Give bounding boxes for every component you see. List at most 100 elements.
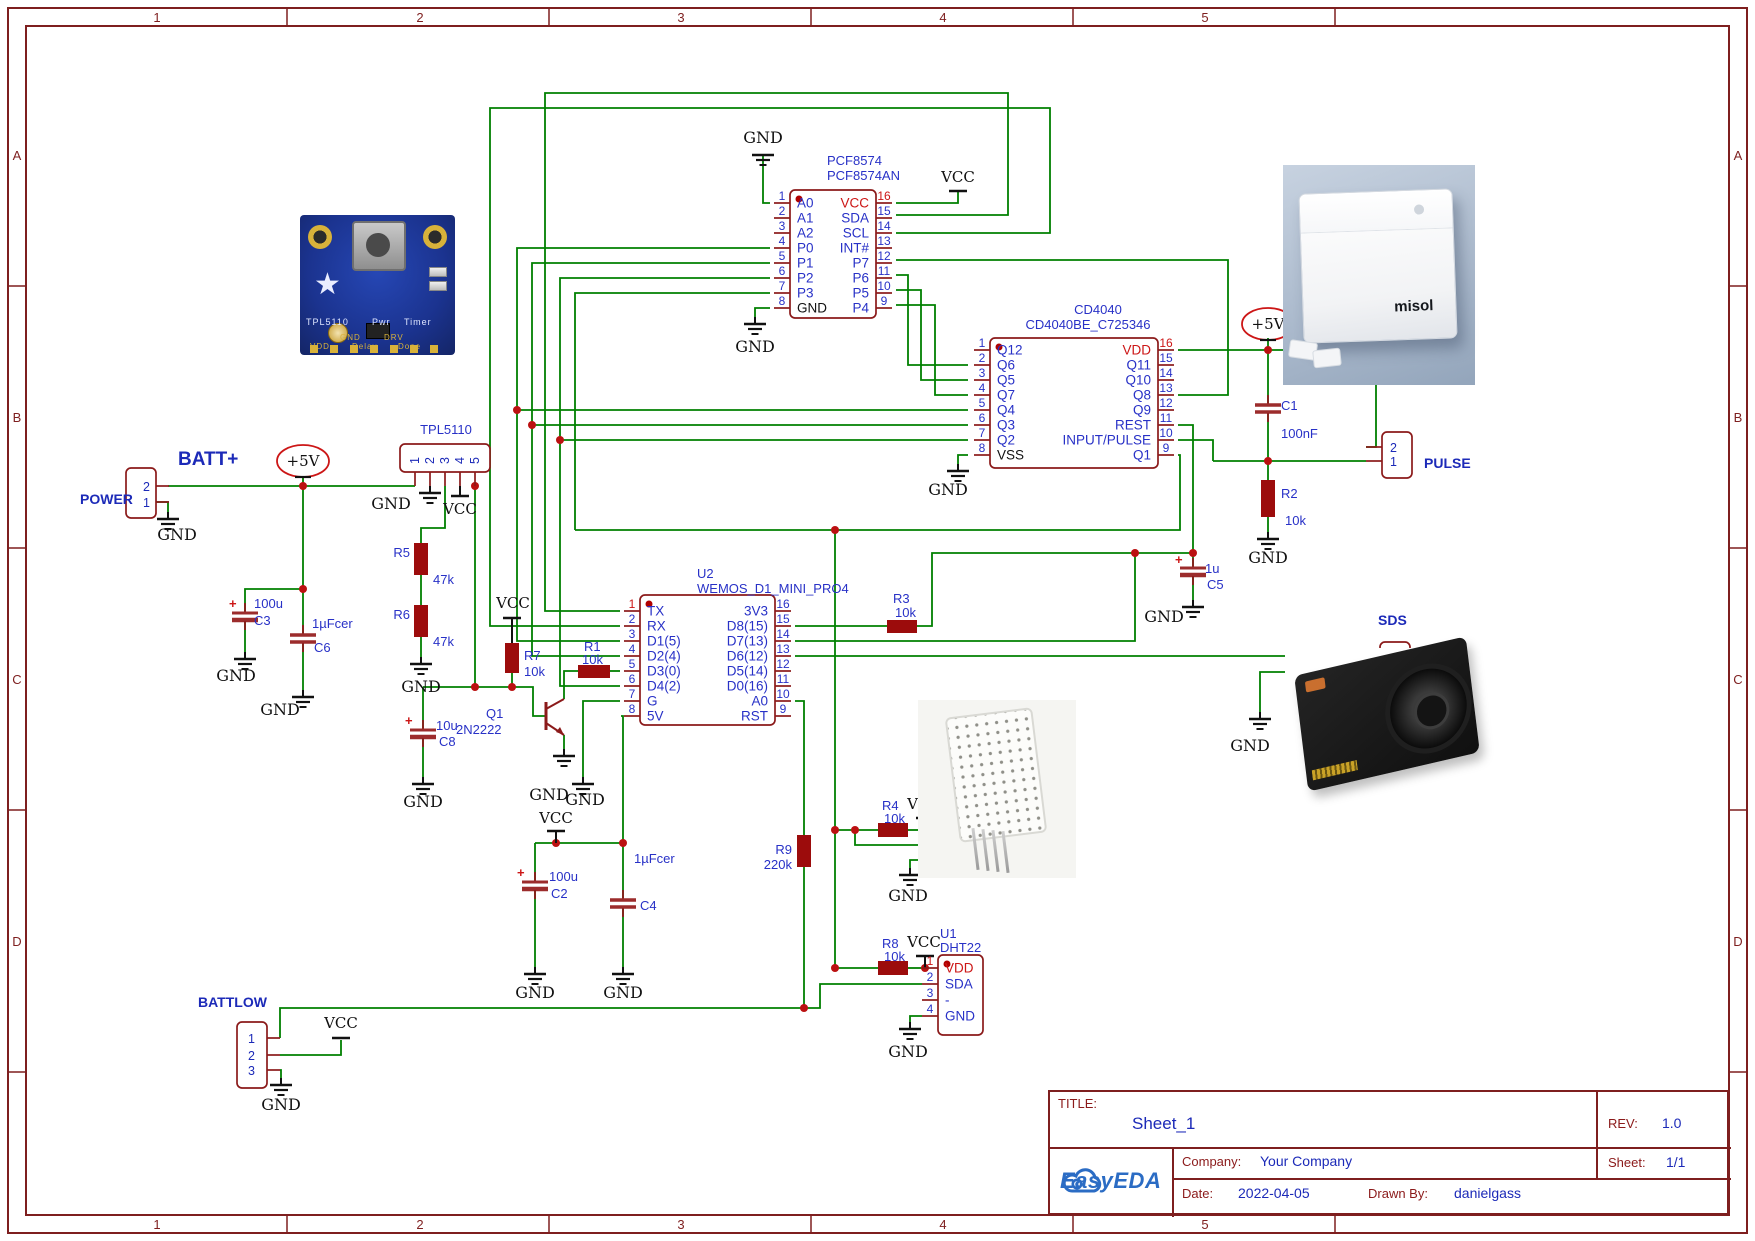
schematic-text[interactable]: C5 — [1207, 577, 1224, 592]
wire[interactable] — [621, 715, 624, 843]
pin-number[interactable]: 8 — [979, 441, 986, 455]
pin-name[interactable]: P1 — [797, 256, 814, 271]
pin-name[interactable]: D5(14) — [727, 664, 768, 679]
gnd-symbol[interactable] — [947, 464, 969, 482]
connector-pulse[interactable] — [1366, 431, 1413, 479]
schematic-text[interactable]: GND — [260, 700, 300, 719]
pin-number[interactable]: 7 — [979, 426, 986, 440]
date-value[interactable]: 2022-04-05 — [1238, 1185, 1310, 1201]
pin-name[interactable]: Q10 — [1125, 373, 1151, 388]
schematic-text[interactable]: R1 — [584, 639, 601, 654]
gnd-symbol[interactable] — [270, 1078, 292, 1096]
gnd-symbol[interactable] — [744, 317, 766, 335]
schematic-text[interactable]: GND — [565, 790, 605, 809]
schematic-text[interactable]: GND — [515, 983, 555, 1002]
schematic-text[interactable]: CD4040 — [1074, 302, 1122, 317]
capacitor-c8[interactable] — [410, 720, 436, 747]
wire[interactable] — [854, 830, 922, 846]
wire[interactable] — [575, 454, 1181, 531]
pin-number[interactable]: 10 — [877, 279, 891, 293]
schematic-text[interactable]: GND — [371, 494, 411, 513]
wire[interactable] — [156, 501, 169, 512]
gnd-symbol[interactable] — [1257, 532, 1279, 550]
schematic-text[interactable]: BATT+ — [178, 449, 238, 470]
pin-name[interactable]: SDA — [841, 211, 869, 226]
pin-number[interactable]: 4 — [629, 642, 636, 656]
pin-number[interactable]: 4 — [779, 234, 786, 248]
pin-number[interactable]: 14 — [776, 627, 790, 641]
gnd-symbol[interactable] — [899, 1022, 921, 1040]
pin-number[interactable]: 8 — [629, 702, 636, 716]
gnd-symbol[interactable] — [553, 749, 575, 767]
schematic-text[interactable]: 2 — [248, 1049, 255, 1063]
wire[interactable] — [544, 92, 1009, 612]
sds011-sensor-photo[interactable] — [1285, 636, 1492, 793]
power-net-label[interactable]: +5V — [1252, 315, 1286, 333]
schematic-text[interactable]: 10k — [895, 605, 916, 620]
pin-number[interactable]: 2 — [979, 351, 986, 365]
pin-name[interactable]: VCC — [840, 196, 869, 211]
schematic-text[interactable]: PCF8574AN — [827, 168, 900, 183]
capacitor-c6[interactable] — [290, 625, 316, 652]
pin-name[interactable]: Q8 — [1133, 388, 1151, 403]
pin-name[interactable]: P6 — [852, 271, 869, 286]
pin-number[interactable]: 3 — [927, 986, 934, 1000]
schematic-text[interactable]: 220k — [764, 857, 793, 872]
pin-name[interactable]: 5V — [647, 709, 664, 724]
gnd-symbol[interactable] — [292, 690, 314, 708]
wire[interactable] — [559, 277, 770, 687]
schematic-text[interactable]: 47k — [433, 634, 454, 649]
schematic-text[interactable]: GND — [743, 128, 783, 147]
pin-number[interactable]: 4 — [979, 381, 986, 395]
pin-name[interactable]: P7 — [852, 256, 869, 271]
pin-number[interactable]: 11 — [878, 264, 891, 278]
wire[interactable] — [420, 486, 446, 543]
pin-number[interactable]: 12 — [877, 249, 891, 263]
pin-name[interactable]: P4 — [852, 301, 869, 316]
gnd-symbol[interactable] — [524, 967, 546, 985]
resistor-r5[interactable] — [414, 543, 428, 575]
pin-name[interactable]: Q2 — [997, 433, 1015, 448]
schematic-text[interactable]: 1 — [248, 1032, 255, 1046]
schematic-text[interactable]: R4 — [882, 798, 899, 813]
schematic-text[interactable]: SDS — [1378, 612, 1407, 628]
capacitor-c2[interactable] — [522, 872, 548, 899]
pin-number[interactable]: 12 — [1159, 396, 1173, 410]
gnd-symbol[interactable] — [412, 777, 434, 795]
resistor-r6[interactable] — [414, 605, 428, 637]
pin-name[interactable]: P3 — [797, 286, 814, 301]
gnd-symbol[interactable] — [419, 486, 441, 504]
pin-name[interactable]: VDD — [945, 961, 974, 976]
schematic-text[interactable]: C6 — [314, 640, 331, 655]
pin-number[interactable]: 15 — [877, 204, 891, 218]
schematic-text[interactable]: 10k — [524, 664, 545, 679]
pin-number[interactable]: 14 — [877, 219, 891, 233]
vcc-symbol[interactable] — [547, 829, 565, 843]
schematic-text[interactable]: U2 — [697, 566, 714, 581]
sheet-value[interactable]: 1/1 — [1666, 1154, 1686, 1170]
pin-name[interactable]: P0 — [797, 241, 814, 256]
pin-name[interactable]: Q11 — [1126, 358, 1151, 373]
pin-name[interactable]: TX — [647, 604, 664, 619]
schematic-text[interactable]: R3 — [893, 591, 910, 606]
schematic-text[interactable]: 1µFcer — [312, 616, 353, 631]
schematic-text[interactable]: 100nF — [1281, 426, 1318, 441]
pin-name[interactable]: D7(13) — [727, 634, 768, 649]
schematic-text[interactable]: 1µFcer — [634, 851, 675, 866]
pin-name[interactable]: SDA — [945, 977, 973, 992]
schematic-text[interactable]: 1 — [408, 457, 422, 464]
schematic-text[interactable]: C1 — [1281, 398, 1298, 413]
pin-number[interactable]: 4 — [927, 1002, 934, 1016]
pin-name[interactable]: Q6 — [997, 358, 1015, 373]
pin-name[interactable]: Q1 — [1133, 448, 1151, 463]
gnd-symbol[interactable] — [572, 777, 594, 795]
schematic-text[interactable]: GND — [529, 785, 569, 804]
pin-name[interactable]: GND — [797, 301, 827, 316]
pin-number[interactable]: 6 — [779, 264, 786, 278]
pin-name[interactable]: RST — [741, 709, 768, 724]
connector-power[interactable] — [125, 467, 169, 519]
pin-number[interactable]: 13 — [776, 642, 790, 656]
pin-name[interactable]: Q12 — [997, 343, 1023, 358]
pin-name[interactable]: Q4 — [997, 403, 1016, 418]
